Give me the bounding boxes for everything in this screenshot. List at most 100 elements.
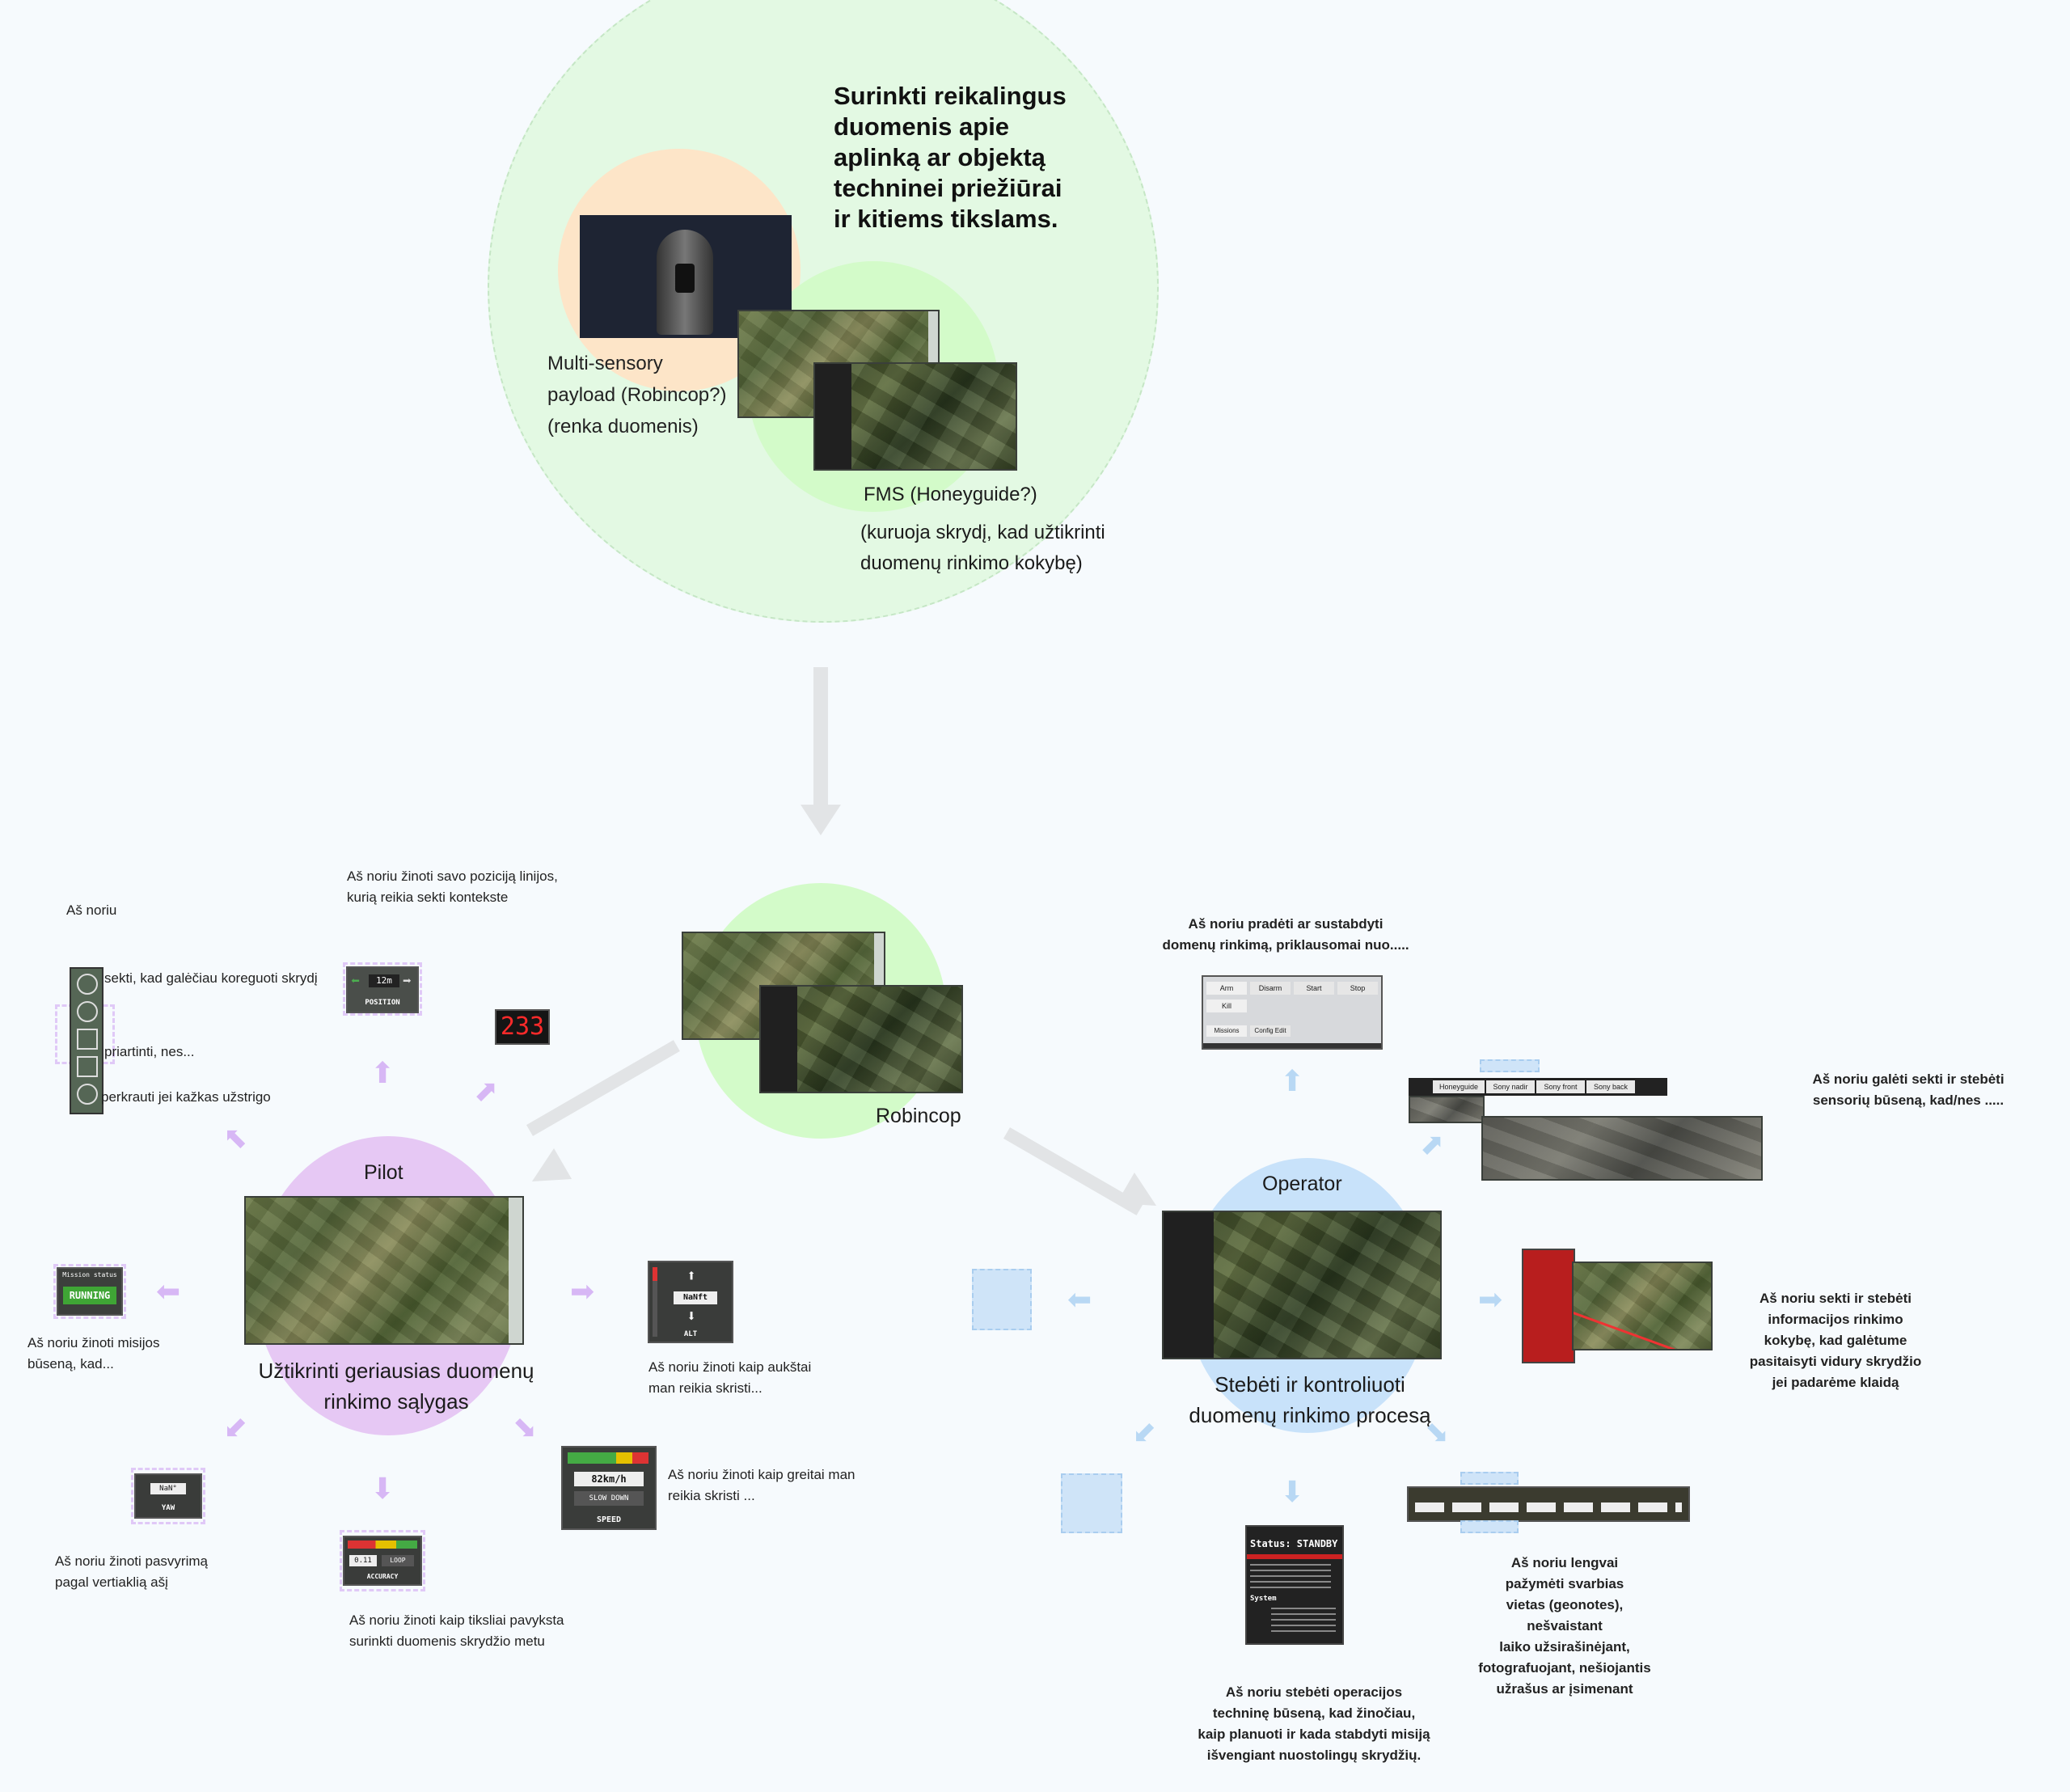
- robincop-label: Robincop: [876, 1105, 961, 1127]
- robincop-screenshot-front: [759, 985, 963, 1093]
- arrow-left-placeholder: ⬅: [1067, 1283, 1092, 1317]
- camera-tabs-highlight: [1480, 1059, 1540, 1072]
- ctrl-stop-button[interactable]: Stop: [1337, 982, 1378, 995]
- status-section: System: [1250, 1595, 1277, 1603]
- track-icon[interactable]: [77, 974, 98, 995]
- ctrl-tab-missions[interactable]: Missions: [1206, 1025, 1247, 1037]
- zoom-icon[interactable]: [77, 1001, 98, 1022]
- speed-label: SPEED: [596, 1515, 622, 1524]
- pilot-note-position: Aš noriu žinoti savo poziciją linijos, k…: [347, 869, 558, 905]
- camera-preview: [1481, 1116, 1763, 1181]
- arrow-up-position: ⬆: [370, 1057, 395, 1090]
- ctrl-tab-config[interactable]: Config Edit: [1250, 1025, 1291, 1037]
- arrow-upleft-toolbar: ⬉: [223, 1122, 248, 1155]
- payload-label: Multi-sensory payload (Robincop?) (renka…: [547, 353, 727, 437]
- yaw-value: NaN°: [150, 1483, 186, 1494]
- pilot-note-track: sekti, kad galėčiau koreguoti skrydį: [104, 970, 318, 986]
- arrow-right-altitude: ➡: [570, 1275, 595, 1308]
- pilot-note-speed: Aš noriu žinoti kaip greitai man reikia …: [668, 1467, 855, 1503]
- camera-tabs-bar: Honeyguide Sony nadir Sony front Sony ba…: [1409, 1078, 1667, 1096]
- pin-icon[interactable]: [77, 1029, 98, 1050]
- fms-title: FMS (Honeyguide?): [864, 484, 1037, 505]
- camera-tab-honeyguide[interactable]: Honeyguide: [1433, 1080, 1485, 1093]
- position-label: POSITION: [365, 999, 400, 1007]
- accuracy-label: ACCURACY: [366, 1573, 399, 1580]
- pilot-note-reload: perkrauti jei kažkas užstrigo: [101, 1089, 271, 1105]
- altitude-up-icon: ⬆: [686, 1266, 697, 1285]
- accuracy-widget: 0.11 LOOP ACCURACY: [343, 1536, 422, 1586]
- arrow-downright-speed: ⬊: [513, 1411, 538, 1444]
- arrow-upright-camera: ⬈: [1420, 1128, 1445, 1161]
- geonotes-toolbar-controls[interactable]: [1415, 1502, 1682, 1512]
- pilot-note-accuracy: Aš noriu žinoti kaip tiksliai pavyksta s…: [349, 1612, 564, 1649]
- placeholder-bottom-left: [1061, 1473, 1122, 1533]
- map-toolbar: [508, 1198, 522, 1343]
- geonotes-highlight-bottom: [1460, 1520, 1519, 1533]
- pilot-note-zoom: priartinti, nes...: [104, 1044, 195, 1059]
- geonotes-toolbar: [1407, 1486, 1690, 1522]
- mission-title: Mission status: [62, 1271, 117, 1278]
- operator-note-sensors: Aš noriu galėti sekti ir stebėti sensori…: [1812, 1071, 2005, 1108]
- arrow-to-pilot: [526, 1040, 680, 1136]
- operator-note-tech-status: Aš noriu stebėti operacijos techninę būs…: [1198, 1684, 1430, 1763]
- pilot-note-mission: Aš noriu žinoti misijos būseną, kad...: [27, 1335, 160, 1371]
- reload-icon[interactable]: [77, 1084, 98, 1105]
- arrow-downleft-placeholder: ⬋: [1132, 1416, 1157, 1449]
- pilot-vertical-toolbar: [70, 967, 104, 1114]
- arrow-to-operator-head: [1116, 1172, 1166, 1222]
- accuracy-gauge: [348, 1541, 417, 1549]
- counter-display: 233: [495, 1009, 550, 1045]
- pilot-label: Pilot: [364, 1161, 403, 1184]
- ctrl-arm-button[interactable]: Arm: [1206, 982, 1247, 995]
- camera-tab-sony-nadir[interactable]: Sony nadir: [1486, 1080, 1535, 1093]
- map-sidebar: [815, 364, 851, 469]
- yaw-label: YAW: [161, 1504, 175, 1512]
- pilot-note-yaw: Aš noriu žinoti pasvyrimą pagal vertiakl…: [55, 1553, 208, 1590]
- altitude-bar: [653, 1267, 657, 1337]
- accuracy-state: LOOP: [382, 1555, 414, 1566]
- speed-gauge: [568, 1452, 648, 1464]
- accuracy-value: 0.11: [349, 1555, 377, 1566]
- position-value: 12m: [369, 974, 399, 987]
- camera-preview-back: [1409, 1096, 1485, 1123]
- crosshair-icon[interactable]: [77, 1056, 98, 1077]
- mission-status-widget: Mission status RUNNING: [57, 1267, 123, 1316]
- altitude-down-icon: ⬇: [686, 1306, 697, 1325]
- status-bar: [1247, 1554, 1342, 1559]
- ctrl-kill-button[interactable]: Kill: [1206, 1000, 1247, 1012]
- map-sidebar: [1164, 1212, 1214, 1358]
- arrow-upright-counter: ⬈: [474, 1075, 499, 1108]
- operator-map-screenshot: [1162, 1211, 1442, 1359]
- map-sidebar: [761, 987, 797, 1092]
- position-widget-frame: [343, 962, 422, 1016]
- arrow-up-control: ⬆: [1280, 1065, 1305, 1098]
- pilot-note-intro: Aš noriu: [66, 902, 117, 918]
- fms-screenshot-front: [813, 362, 1017, 471]
- position-left-icon: ⬅: [351, 973, 360, 990]
- control-panel: Arm Disarm Start Stop Kill Missions Conf…: [1202, 975, 1383, 1050]
- operator-goal: Stebėti ir kontroliuoti duomenų rinkimo …: [1189, 1372, 1431, 1427]
- quality-panel: [1522, 1249, 1575, 1363]
- camera-tab-sony-back[interactable]: Sony back: [1586, 1080, 1635, 1093]
- camera-tab-sony-front[interactable]: Sony front: [1536, 1080, 1585, 1093]
- operator-note-geonotes: Aš noriu lengvai pažymėti svarbias vieta…: [1478, 1555, 1651, 1697]
- status-lines: [1250, 1564, 1331, 1588]
- speed-state: SLOW DOWN: [574, 1491, 644, 1506]
- arrow-to-pilot-head: [522, 1147, 572, 1198]
- arrow-right-quality: ➡: [1478, 1283, 1503, 1317]
- accuracy-widget-frame: [340, 1530, 425, 1591]
- operator-note-quality: Aš noriu sekti ir stebėti informacijos r…: [1749, 1291, 1922, 1390]
- down-arrow-stem: [813, 667, 828, 805]
- status-title: Status: STANDBY: [1250, 1538, 1338, 1549]
- flight-path-line: [1574, 1312, 1711, 1349]
- altitude-value: NaNft: [674, 1291, 717, 1304]
- arrow-down-status: ⬇: [1280, 1476, 1305, 1509]
- ctrl-start-button[interactable]: Start: [1294, 982, 1334, 995]
- payload-lens: [675, 264, 695, 293]
- operator-note-start-stop: Aš noriu pradėti ar sustabdyti domenų ri…: [1162, 916, 1409, 953]
- ctrl-disarm-button[interactable]: Disarm: [1250, 982, 1291, 995]
- operator-label: Operator: [1262, 1173, 1342, 1195]
- altitude-widget: ⬆ NaNft ⬇ ALT: [648, 1261, 733, 1343]
- goal-text: Surinkti reikalingus duomenis apie aplin…: [834, 82, 1067, 233]
- yaw-widget-frame: [131, 1468, 205, 1524]
